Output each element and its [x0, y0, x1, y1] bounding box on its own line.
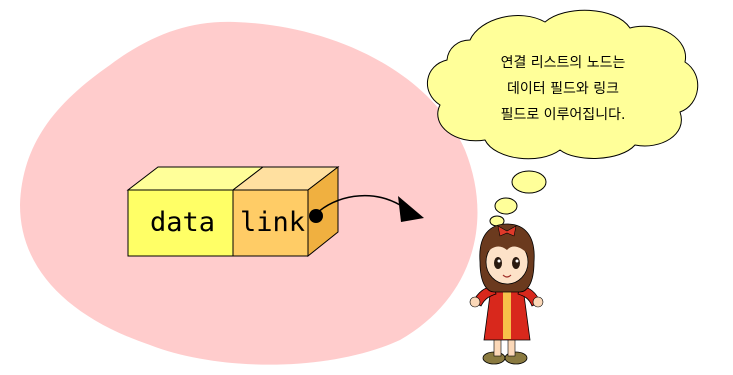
mouth — [502, 274, 512, 278]
left-eye — [494, 257, 502, 269]
thought-line-2: 데이터 필드와 링크 — [507, 81, 619, 97]
thought-line-1: 연결 리스트의 노드는 — [501, 55, 626, 71]
link-pointer-curve — [315, 194, 401, 215]
thought-trail-large — [511, 170, 547, 194]
left-hand — [469, 296, 481, 308]
data-field-box — [127, 189, 234, 257]
dress-front-stripe — [503, 282, 511, 339]
left-eye-highlight — [497, 259, 501, 263]
right-eye — [512, 257, 520, 269]
thought-line-3: 필드로 이루어집니다. — [501, 107, 626, 123]
arrowhead — [398, 196, 424, 222]
link-pointer-dot — [309, 209, 323, 223]
link-field-box — [232, 189, 309, 257]
right-hand — [532, 296, 544, 308]
thought-bubble: 연결 리스트의 노드는 데이터 필드와 링크 필드로 이루어집니다. — [426, 9, 699, 227]
girl-character — [469, 223, 544, 365]
linked-list-node: data link — [126, 165, 340, 258]
link-field-label: link — [240, 207, 305, 238]
thought-trail-medium — [494, 197, 518, 215]
thought-cloud — [426, 9, 699, 160]
right-eye-highlight — [515, 259, 519, 263]
data-field-label: data — [150, 207, 215, 238]
hair-bow — [497, 225, 517, 237]
hair-bangs — [486, 239, 528, 254]
link-pointer-arrow — [309, 194, 424, 223]
